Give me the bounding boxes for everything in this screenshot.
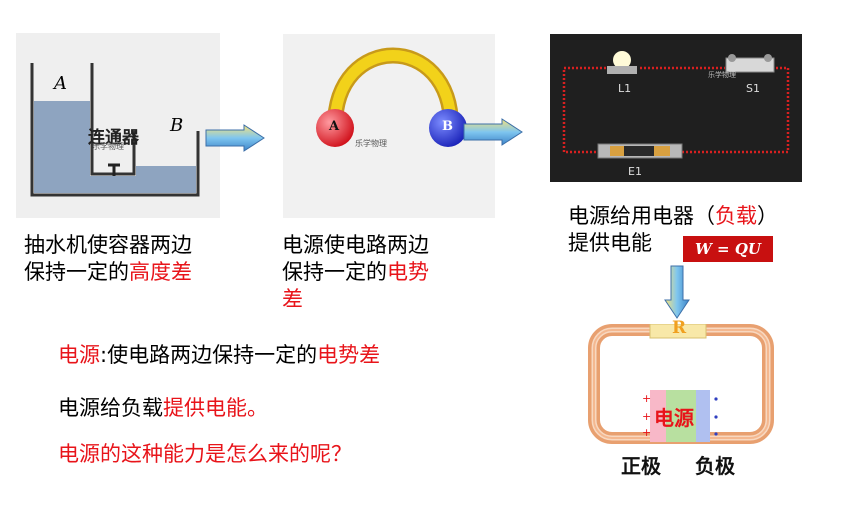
caption-middle: 电源使电路两边 保持一定的电势 差: [282, 232, 429, 313]
positive-terminal: [650, 390, 666, 442]
water-right: [136, 166, 196, 193]
svg-text:+: +: [642, 410, 651, 423]
caption-left-line1: 抽水机使容器两边: [24, 233, 192, 257]
lamp-label: L1: [618, 82, 632, 95]
note-2: 电源给负载提供电能。: [58, 396, 268, 420]
svg-text:+: +: [642, 392, 651, 405]
caption-right-line2: 提供电能: [568, 231, 652, 255]
sphere-watermark: 乐学物理: [355, 139, 387, 148]
circuit-watermark: 乐学物理: [708, 71, 736, 79]
resistor-box: [649, 323, 707, 339]
negative-label: 负极: [695, 454, 735, 478]
spheres-drawing: [316, 47, 467, 147]
sphere-b: [429, 109, 467, 147]
source-loop-figure: + + + R 电源: [588, 318, 774, 446]
negative-terminal: [696, 390, 710, 442]
sphere-label-b: B: [442, 119, 453, 134]
formula-text: W = QU: [694, 240, 761, 258]
loop-drawing: + + +: [588, 323, 774, 444]
note-1: 电源:使电路两边保持一定的电势差: [58, 343, 381, 367]
down-arrow-icon: [664, 265, 690, 319]
potential-highlight: 电势: [387, 260, 429, 284]
resistor-label: R: [672, 318, 687, 338]
caption-right: 电源给用电器（负载） 提供电能: [568, 203, 778, 257]
svg-text:+: +: [642, 426, 651, 439]
switch-base: [725, 57, 775, 73]
lamp-bulb: [613, 51, 631, 69]
circuit-drawing: [550, 34, 802, 182]
tank-label-a: A: [54, 73, 67, 94]
sphere-a: [316, 109, 354, 147]
load-highlight: 负载: [715, 204, 757, 228]
caption-left-line2: 保持一定的高度差: [24, 260, 192, 284]
circuit-photo: L1 S1 E1 乐学物理: [550, 34, 802, 182]
tank-center-label: 连通器: [88, 128, 139, 148]
tank-watermark: 乐学物理: [92, 142, 124, 151]
formula-box: W = QU: [683, 236, 773, 262]
caption-middle-line3: 差: [282, 287, 303, 311]
switch-label: S1: [746, 82, 760, 95]
sphere-label-a: A: [329, 119, 340, 134]
connected-vessels-figure: A B 连通器 乐学物理: [16, 33, 220, 218]
height-diff-highlight: 高度差: [129, 260, 192, 284]
tank-label-b: B: [170, 115, 184, 136]
caption-left: 抽水机使容器两边 保持一定的高度差: [24, 232, 192, 286]
potential-spheres-figure: A B 乐学物理: [283, 34, 495, 218]
caption-right-line1: 电源给用电器（负载）: [568, 204, 778, 228]
caption-middle-line2: 保持一定的电势: [282, 260, 429, 284]
connected-vessels-drawing: [16, 33, 220, 218]
battery-label: E1: [628, 165, 642, 178]
right-arrow-1-icon: [205, 124, 265, 152]
source-label: 电源: [654, 406, 694, 430]
positive-label: 正极: [621, 454, 661, 478]
right-arrow-2-icon: [463, 118, 523, 146]
note-3-question: 电源的这种能力是怎么来的呢？: [58, 442, 352, 466]
water-left: [34, 101, 90, 193]
caption-middle-line1: 电源使电路两边: [282, 233, 429, 257]
